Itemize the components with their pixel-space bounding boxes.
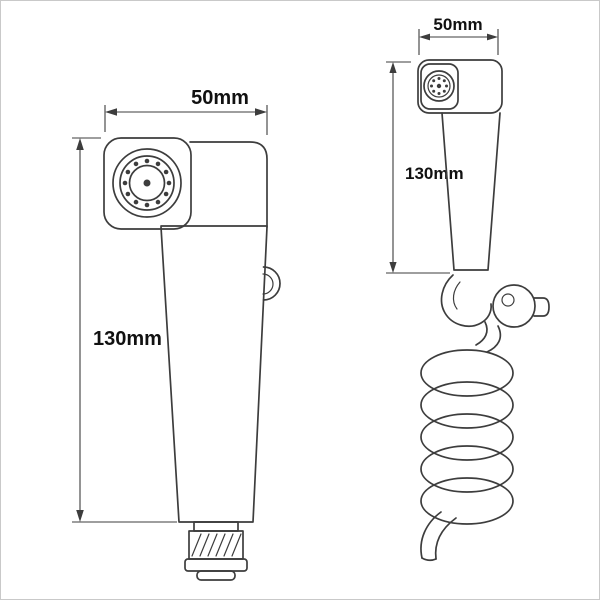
front-width-label: 50mm xyxy=(191,87,249,109)
side-view: 50mm 130mm xyxy=(386,15,550,562)
side-height-label: 130mm xyxy=(405,164,464,183)
threaded-connector xyxy=(184,521,248,581)
side-width-label: 50mm xyxy=(433,15,482,34)
front-height-dimension: 130mm xyxy=(72,137,177,523)
side-nozzle-rings xyxy=(423,70,455,102)
side-height-dimension: 130mm xyxy=(386,61,464,274)
press-button xyxy=(262,266,281,301)
coiled-hose xyxy=(420,321,514,562)
nozzle-rings xyxy=(112,148,182,218)
side-nozzle-cap xyxy=(420,63,459,110)
front-sprayer xyxy=(103,137,281,581)
side-handle xyxy=(441,112,501,271)
wall-bracket xyxy=(440,274,550,328)
side-head xyxy=(417,59,503,114)
side-width-dimension: 50mm xyxy=(418,15,499,55)
side-spray-holes xyxy=(430,77,448,95)
sprayer-head xyxy=(189,141,268,228)
bracket-hook xyxy=(440,274,492,327)
bracket-wall-plate xyxy=(533,297,550,317)
front-view: 50mm 130mm xyxy=(72,87,281,581)
hose-end xyxy=(420,511,457,562)
thread-hatching xyxy=(191,533,242,557)
front-width-dimension: 50mm xyxy=(104,87,268,135)
sprayer-handle xyxy=(160,226,268,523)
spray-holes xyxy=(122,158,172,208)
nozzle-face-plate xyxy=(103,137,192,230)
front-height-label: 130mm xyxy=(93,328,162,350)
bracket-knob xyxy=(492,284,536,328)
side-sprayer xyxy=(417,59,503,271)
